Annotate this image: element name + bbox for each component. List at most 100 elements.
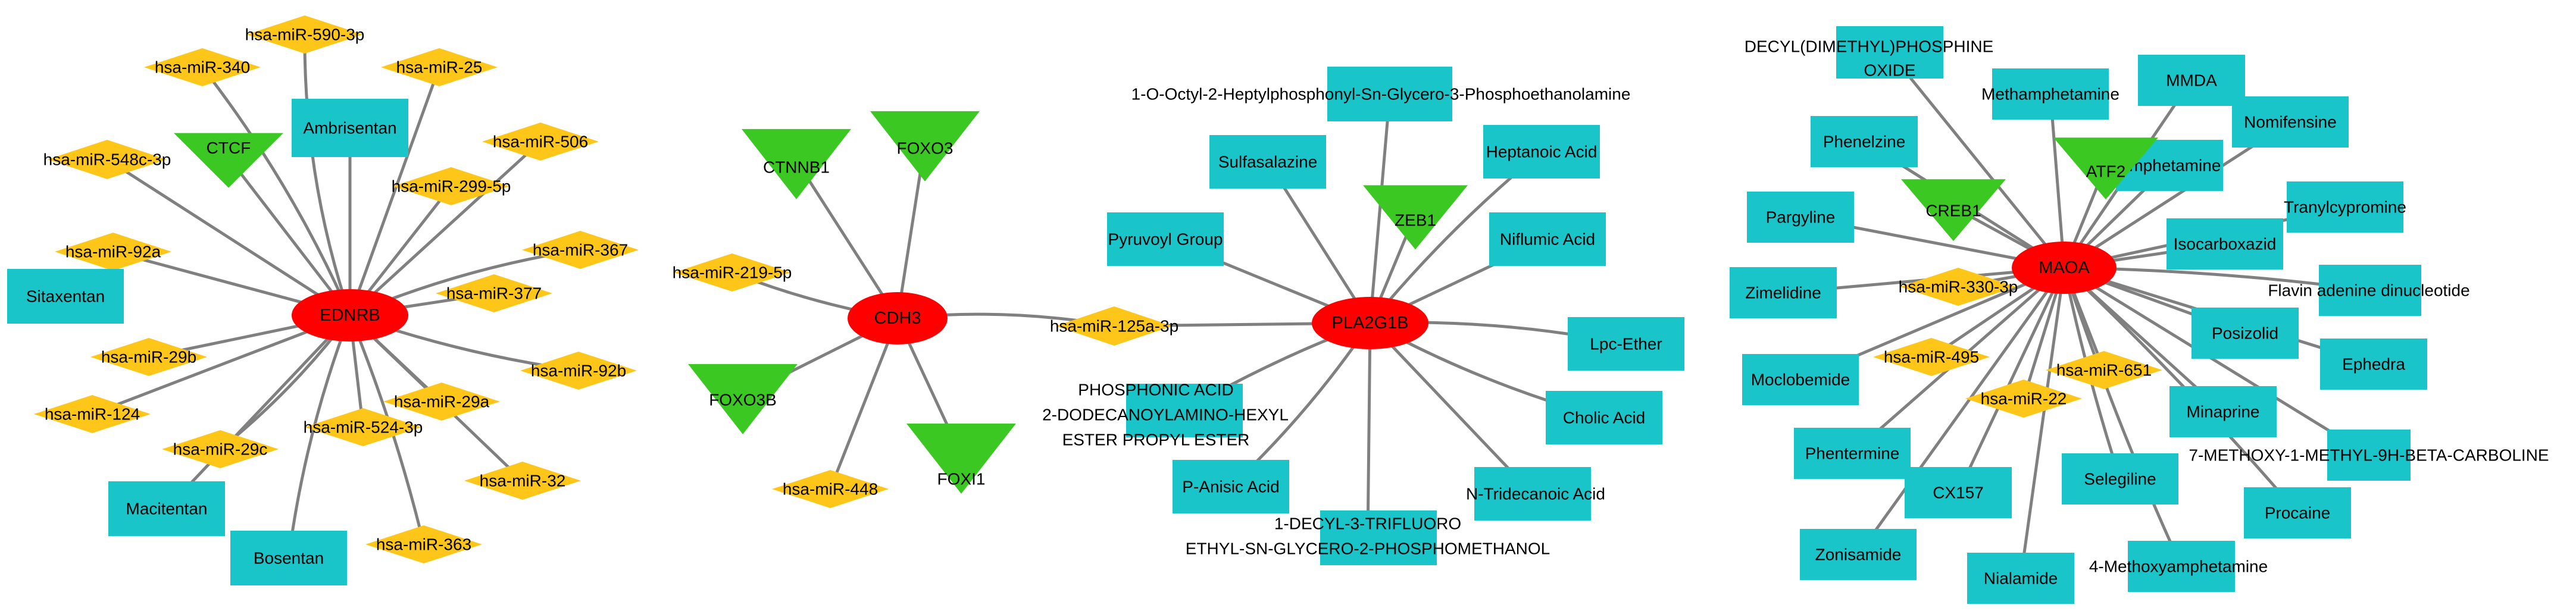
drug-node-posizolid[interactable]: Posizolid	[2192, 308, 2299, 359]
drug-node-sitaxentan[interactable]: Sitaxentan	[7, 269, 124, 324]
tf-node-zeb1[interactable]: ZEB1	[1363, 185, 1468, 250]
drug-node-isocarboxazid[interactable]: Isocarboxazid	[2167, 218, 2283, 270]
drug-label: Niflumic Acid	[1500, 230, 1595, 249]
tf-triangle	[1363, 185, 1468, 250]
tf-node-creb1[interactable]: CREB1	[1901, 179, 2006, 242]
drug-rect	[292, 99, 408, 157]
edge-cdh3-hsa-mir-448	[829, 318, 899, 490]
drug-node-methamphetamine[interactable]: Methamphetamine	[1981, 68, 2119, 120]
drug-node-zonisamide[interactable]: Zonisamide	[1800, 529, 1917, 580]
drug-node-nomifensine[interactable]: Nomifensine	[2232, 96, 2349, 148]
edge-pla2g1b-1-o-octyl	[1368, 93, 1392, 324]
mirna-node-hsa-mir-590-3p[interactable]: hsa-miR-590-3p	[245, 15, 365, 54]
tf-triangle	[870, 111, 980, 181]
tf-node-atf2[interactable]: ATF2	[2053, 137, 2158, 200]
drug-node-pargyline[interactable]: Pargyline	[1747, 192, 1854, 243]
mirna-diamond	[144, 48, 261, 86]
drug-node-flavin-adenine-dinucleotide[interactable]: Flavin adenine dinucleotide	[2268, 265, 2470, 316]
drug-node-nialamide[interactable]: Nialamide	[1967, 553, 2074, 604]
mirna-node-hsa-mir-299-5p[interactable]: hsa-miR-299-5p	[392, 167, 511, 205]
tf-node-foxo3b[interactable]: FOXO3B	[688, 364, 798, 434]
drug-node-minaprine[interactable]: Minaprine	[2169, 386, 2277, 437]
tf-node-foxo3[interactable]: FOXO3	[870, 111, 980, 181]
drug-node-7-methoxy[interactable]: 7-METHOXY-1-METHYL-9H-BETA-CARBOLINE	[2189, 430, 2549, 481]
tf-label: CTNNB1	[763, 158, 830, 177]
drug-label: Sulfasalazine	[1218, 153, 1318, 171]
drug-node-moclobemide[interactable]: Moclobemide	[1742, 354, 1859, 405]
drug-node-procaine[interactable]: Procaine	[2244, 487, 2351, 538]
drug-label: Phentermine	[1805, 444, 1900, 463]
edge-maoa-cx157	[1956, 267, 2066, 494]
drug-node-lpc-ether[interactable]: Lpc-Ether	[1568, 317, 1684, 371]
mirna-node-hsa-mir-22[interactable]: hsa-miR-22	[1965, 380, 2082, 418]
drug-node-sulfasalazine[interactable]: Sulfasalazine	[1209, 135, 1326, 189]
mirna-label: hsa-miR-29b	[101, 348, 196, 366]
gene-label: MAOA	[2039, 258, 2090, 277]
mirna-diamond	[48, 140, 167, 179]
mirna-node-hsa-mir-29a[interactable]: hsa-miR-29a	[383, 383, 500, 421]
mirna-node-hsa-mir-340[interactable]: hsa-miR-340	[144, 48, 261, 86]
drug-node-heptanoic-acid[interactable]: Heptanoic Acid	[1483, 125, 1600, 178]
tf-node-foxi1[interactable]: FOXI1	[906, 423, 1016, 494]
mirna-node-hsa-mir-548c-3p[interactable]: hsa-miR-548c-3p	[43, 140, 171, 179]
mirna-node-hsa-mir-29c[interactable]: hsa-miR-29c	[162, 430, 279, 468]
tf-label: ATF2	[2086, 162, 2125, 181]
tf-node-ctcf[interactable]: CTCF	[174, 133, 283, 188]
mirna-node-hsa-mir-524-3p[interactable]: hsa-miR-524-3p	[304, 408, 423, 446]
mirna-node-hsa-mir-506[interactable]: hsa-miR-506	[482, 123, 599, 161]
drug-node-phosphonic-1[interactable]: PHOSPHONIC ACID2-DODECANOYLAMINO-HEXYLES…	[1042, 381, 1289, 449]
mirna-node-hsa-mir-92b[interactable]: hsa-miR-92b	[520, 352, 637, 390]
drug-node-tranylcypromine[interactable]: Tranylcypromine	[2284, 181, 2406, 233]
drug-node-n-tridecanoic-acid[interactable]: N-Tridecanoic Acid	[1466, 467, 1605, 521]
drug-node-bosentan[interactable]: Bosentan	[230, 531, 347, 585]
drug-node-decyl-trifluoro-1[interactable]: 1-DECYL-3-TRIFLUOROETHYL-SN-GLYCERO-2-PH…	[1186, 510, 1550, 565]
mirna-node-hsa-mir-367[interactable]: hsa-miR-367	[522, 231, 639, 269]
mirna-node-hsa-mir-495[interactable]: hsa-miR-495	[1873, 338, 1990, 376]
drug-node-zimelidine[interactable]: Zimelidine	[1730, 267, 1837, 318]
drug-label: Macitentan	[126, 500, 208, 518]
gene-node-pla2g1b[interactable]: PLA2G1B	[1312, 297, 1428, 349]
drug-node-pyruvoyl-group[interactable]: Pyruvoyl Group	[1107, 212, 1224, 266]
drug-label-line: PHOSPHONIC ACID	[1078, 381, 1233, 399]
drug-node-4-methoxyamphetamine[interactable]: 4-Methoxyamphetamine	[2089, 541, 2268, 592]
drug-label: Minaprine	[2187, 403, 2260, 421]
drug-node-p-anisic-acid[interactable]: P-Anisic Acid	[1173, 460, 1289, 513]
mirna-node-hsa-mir-124[interactable]: hsa-miR-124	[34, 395, 151, 433]
drug-label: Phenelzine	[1823, 133, 1906, 151]
drug-node-1-o-octyl[interactable]: 1-O-Octyl-2-Heptylphosphonyl-Sn-Glycero-…	[1131, 67, 1631, 121]
drug-node-macitentan[interactable]: Macitentan	[108, 481, 225, 536]
drug-node-phentermine[interactable]: Phentermine	[1794, 428, 1911, 479]
mirna-node-hsa-mir-330-3p[interactable]: hsa-miR-330-3p	[1899, 268, 2018, 306]
drug-node-cx157[interactable]: CX157	[1905, 467, 2012, 518]
mirna-node-hsa-mir-448[interactable]: hsa-miR-448	[772, 470, 889, 508]
drug-label: 1-O-Octyl-2-Heptylphosphonyl-Sn-Glycero-…	[1131, 85, 1631, 104]
mirna-diamond	[522, 231, 639, 269]
mirna-node-hsa-mir-125a-3p[interactable]: hsa-miR-125a-3p	[1050, 306, 1178, 346]
tf-node-ctnnb1[interactable]: CTNNB1	[742, 129, 851, 199]
drug-node-selegiline[interactable]: Selegiline	[2062, 453, 2178, 505]
drug-node-phenelzine[interactable]: Phenelzine	[1811, 116, 1918, 167]
tf-label: FOXO3	[897, 139, 954, 158]
mirna-node-hsa-mir-32[interactable]: hsa-miR-32	[464, 462, 581, 500]
drug-node-niflumic-acid[interactable]: Niflumic Acid	[1489, 212, 1606, 266]
gene-node-maoa[interactable]: MAOA	[2012, 242, 2117, 294]
drug-node-ambrisentan[interactable]: Ambrisentan	[292, 99, 408, 157]
drug-node-cholic-acid[interactable]: Cholic Acid	[1546, 391, 1662, 444]
mirna-diamond	[381, 48, 498, 86]
mirna-label: hsa-miR-448	[783, 480, 878, 499]
drug-node-ephedra[interactable]: Ephedra	[2320, 339, 2427, 390]
mirna-node-hsa-mir-651[interactable]: hsa-miR-651	[2046, 351, 2162, 389]
drug-rect	[1568, 317, 1684, 371]
mirna-node-hsa-mir-25[interactable]: hsa-miR-25	[381, 48, 498, 86]
mirna-node-hsa-mir-219-5p[interactable]: hsa-miR-219-5p	[673, 253, 792, 292]
drug-node-mmda[interactable]: MMDA	[2138, 55, 2245, 106]
mirna-node-hsa-mir-377[interactable]: hsa-miR-377	[436, 274, 552, 312]
gene-node-ednrb[interactable]: EDNRB	[292, 289, 408, 341]
drug-rect	[1483, 125, 1600, 178]
mirna-node-hsa-mir-363[interactable]: hsa-miR-363	[365, 525, 482, 563]
gene-node-cdh3[interactable]: CDH3	[848, 292, 948, 344]
mirna-node-hsa-mir-92a[interactable]: hsa-miR-92a	[55, 233, 171, 271]
mirna-node-hsa-mir-29b[interactable]: hsa-miR-29b	[90, 338, 207, 376]
tf-triangle	[1901, 179, 2006, 242]
